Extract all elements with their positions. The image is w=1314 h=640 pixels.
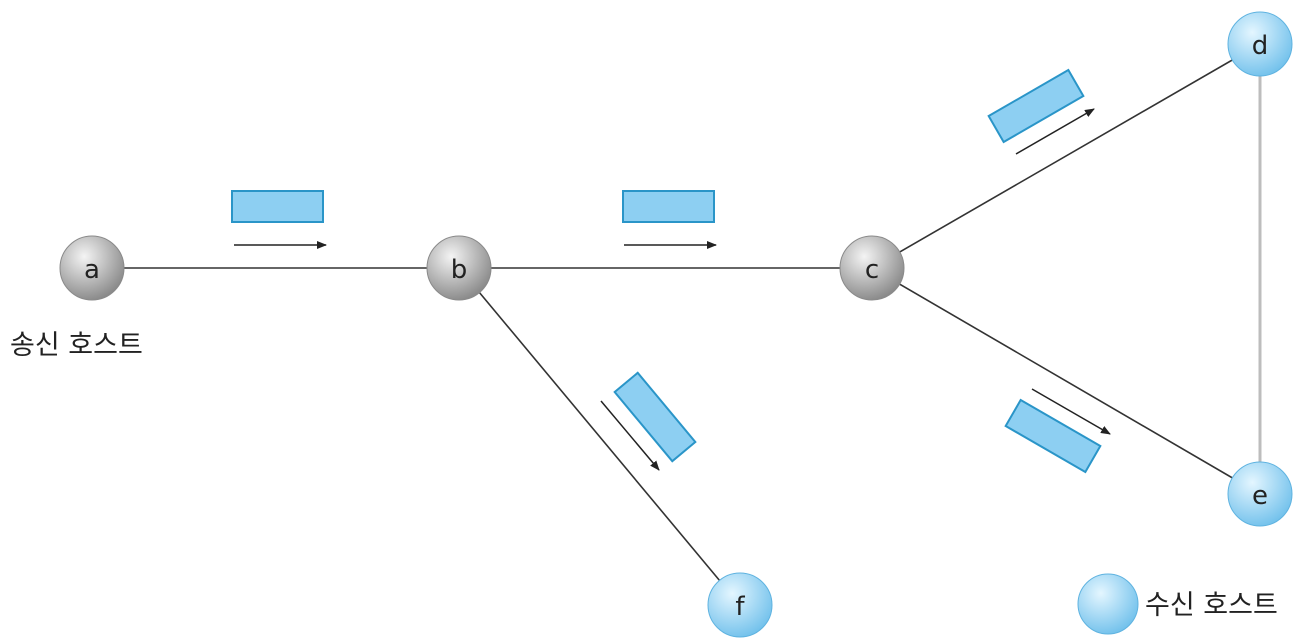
packet-c-d: [987, 68, 1095, 155]
node-c: c: [839, 235, 905, 301]
packet: [613, 371, 697, 463]
packet: [231, 190, 324, 223]
link-c-d: [871, 43, 1261, 269]
link-c-e: [871, 267, 1261, 495]
node-c-label: c: [865, 255, 879, 285]
packet-c-e: [1004, 388, 1111, 474]
node-b: b: [426, 235, 492, 301]
direction-arrow: [600, 400, 660, 471]
node-e: e: [1227, 461, 1293, 527]
node-e-label: e: [1252, 481, 1268, 511]
legend-receiver-caption: 수신 호스트: [1145, 590, 1278, 621]
direction-arrow: [1031, 388, 1111, 435]
receiver-node-circle: [1227, 11, 1293, 77]
node-d: d: [1227, 11, 1293, 77]
router-node-circle: [839, 235, 905, 301]
node-a: a: [59, 235, 125, 301]
router-node-circle: [426, 235, 492, 301]
direction-arrow: [1015, 108, 1095, 155]
node-b-label: b: [451, 255, 468, 285]
link-b-f: [458, 267, 741, 606]
packet: [1004, 398, 1102, 474]
packet-b-c: [622, 190, 717, 249]
receiver-node-circle: [707, 572, 773, 638]
node-a-label: a: [84, 255, 100, 285]
receiver-node-circle: [1227, 461, 1293, 527]
packet-a-b: [231, 190, 327, 249]
packet: [622, 190, 715, 223]
packet: [987, 68, 1085, 144]
packet-b-f: [600, 371, 697, 471]
router-node-circle: [59, 235, 125, 301]
node-d-label: d: [1252, 31, 1269, 61]
node-f: f: [707, 572, 773, 638]
sender-caption: 송신 호스트: [10, 330, 143, 361]
legend-receiver-icon: [1077, 573, 1139, 635]
legend: 수신 호스트: [1077, 573, 1278, 635]
node-f-label: f: [735, 592, 745, 622]
links: [92, 43, 1262, 606]
